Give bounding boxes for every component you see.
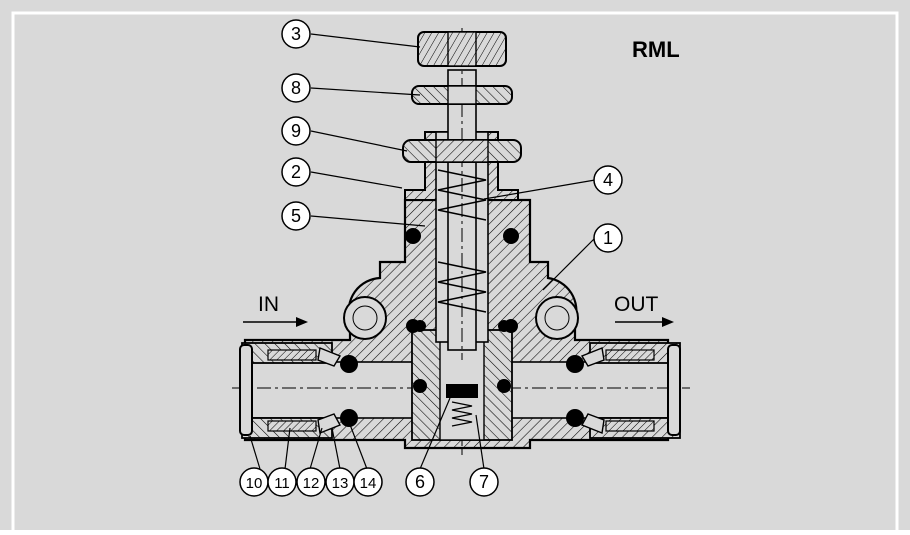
callout-number: 11 <box>274 475 290 492</box>
in-label: IN <box>258 293 279 316</box>
callout-12: 12 <box>296 467 326 497</box>
callout-number: 6 <box>415 472 425 492</box>
callout-3: 3 <box>281 19 311 49</box>
right-fitting <box>566 342 681 439</box>
frame-border <box>11 11 899 535</box>
callout-4: 4 <box>593 165 623 195</box>
callout-10: 10 <box>239 467 269 497</box>
callout-8: 8 <box>281 73 311 103</box>
callout-5: 5 <box>281 201 311 231</box>
callout-number: 14 <box>360 475 377 492</box>
callout-1: 1 <box>593 223 623 253</box>
callout-circle <box>593 223 623 253</box>
callout-13: 13 <box>325 467 355 497</box>
callout-number: 3 <box>291 24 301 44</box>
callout-number: 10 <box>246 475 263 492</box>
left-fitting <box>239 342 358 439</box>
callout-circle <box>281 201 311 231</box>
callout-circle <box>296 467 326 497</box>
callout-circle <box>267 467 297 497</box>
callout-9: 9 <box>281 116 311 146</box>
callout-circle <box>405 467 435 497</box>
callout-circle <box>593 165 623 195</box>
callout-number: 2 <box>291 162 301 182</box>
callout-11: 11 <box>267 467 297 497</box>
diagram-title: RML <box>632 37 680 62</box>
out-arrow <box>615 317 674 327</box>
callout-number: 8 <box>291 78 301 98</box>
callout-6: 6 <box>405 467 435 497</box>
callout-number: 13 <box>332 475 349 492</box>
callout-14: 14 <box>353 467 383 497</box>
callout-number: 5 <box>291 206 301 226</box>
callout-circle <box>469 467 499 497</box>
callout-number: 1 <box>603 228 613 248</box>
bonnet-and-spindle <box>404 28 519 360</box>
in-arrow <box>243 317 308 327</box>
adjustment-knob-3 <box>417 31 507 67</box>
callout-circle <box>281 73 311 103</box>
callout-number: 9 <box>291 121 301 141</box>
callout-2: 2 <box>281 157 311 187</box>
callout-circle <box>353 467 383 497</box>
callout-number: 7 <box>479 472 489 492</box>
callout-circle <box>281 19 311 49</box>
callout-7: 7 <box>469 467 499 497</box>
callout-number: 12 <box>303 475 320 492</box>
callout-circle <box>281 116 311 146</box>
lock-nut-8 <box>411 85 513 105</box>
callout-number: 4 <box>603 170 613 190</box>
out-label: OUT <box>614 293 659 316</box>
callout-circle <box>281 157 311 187</box>
lock-nut-9 <box>402 139 522 163</box>
leader-lines <box>249 33 596 470</box>
